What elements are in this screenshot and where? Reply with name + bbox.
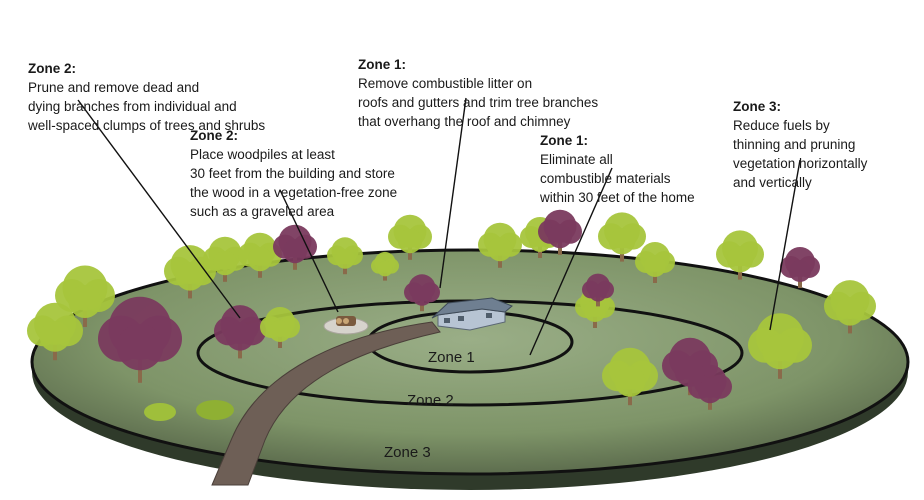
annotation-zone2-prune: Zone 2: Prune and remove dead and dying …	[28, 40, 328, 135]
green-tree-23	[602, 347, 658, 406]
zone3-label: Zone 3	[384, 444, 431, 461]
green-tree-4	[238, 232, 282, 278]
annotation-zone-tag: Zone 2:	[190, 128, 239, 143]
purple-tree-5	[273, 224, 317, 270]
green-tree-26	[748, 313, 813, 379]
zone1-label: Zone 1	[428, 349, 475, 366]
green-tree-2	[164, 245, 216, 299]
green-tree-8	[388, 214, 432, 260]
purple-tree-20	[214, 305, 266, 359]
annotation-zone-tag: Zone 1:	[358, 57, 407, 72]
purple-tree-18	[780, 247, 820, 288]
annotation-text: Reduce fuels by thinning and pruning veg…	[733, 118, 868, 190]
green-tree-10	[478, 222, 522, 268]
green-tree-0	[55, 265, 115, 327]
green-tree-14	[635, 242, 675, 283]
green-tree-17	[716, 230, 764, 280]
trees	[27, 209, 876, 410]
green-tree-3	[203, 236, 247, 282]
leader-line-2	[279, 189, 339, 313]
annotation-zone-tag: Zone 1:	[540, 133, 589, 148]
leader-line-4	[529, 167, 613, 356]
annotation-text: Place woodpiles at least 30 feet from th…	[190, 147, 398, 219]
annotation-zone-tag: Zone 2:	[28, 61, 77, 76]
annotation-zone2-woodpile: Zone 2: Place woodpiles at least 30 feet…	[190, 107, 450, 221]
annotation-text: Remove combustible litter on roofs and g…	[358, 76, 599, 129]
leader-line-5	[769, 159, 801, 331]
green-tree-21	[260, 307, 300, 348]
zone2-label: Zone 2	[407, 392, 454, 409]
annotation-zone1-roof: Zone 1: Remove combustible litter on roo…	[358, 36, 658, 131]
green-tree-19	[824, 280, 876, 334]
annotation-text: Prune and remove dead and dying branches…	[28, 80, 266, 133]
driveway-path	[211, 321, 441, 486]
shrubs	[144, 400, 234, 421]
purple-tree-1	[98, 296, 182, 383]
annotation-zone1-materials: Zone 1: Eliminate all combustible materi…	[540, 112, 730, 207]
purple-tree-12	[538, 209, 583, 255]
woodpile	[336, 316, 356, 326]
purple-tree-25	[688, 364, 733, 410]
green-tree-13	[598, 212, 646, 262]
leader-lines	[77, 97, 801, 356]
annotation-zone3-fuels: Zone 3: Reduce fuels by thinning and pru…	[733, 78, 913, 192]
annotation-text: Eliminate all combustible materials with…	[540, 152, 695, 205]
green-tree-6	[327, 237, 363, 275]
purple-tree-16	[582, 273, 614, 307]
green-tree-22	[27, 302, 83, 361]
annotation-zone-tag: Zone 3:	[733, 99, 782, 114]
house	[431, 297, 513, 331]
leader-line-1	[77, 99, 241, 319]
green-tree-7	[371, 251, 399, 281]
leader-line-3	[439, 97, 467, 289]
purple-tree-9	[404, 274, 440, 312]
